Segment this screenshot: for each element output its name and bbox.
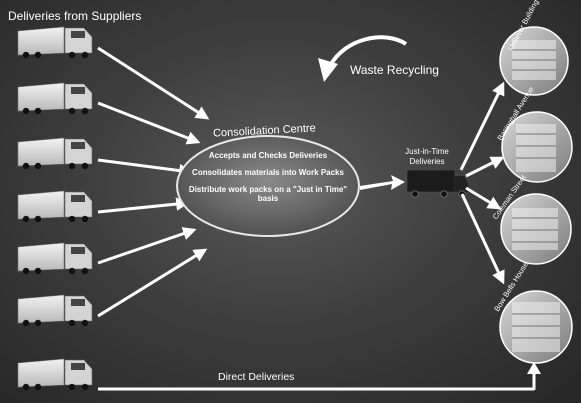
- waste-recycling-label: Waste Recycling: [350, 63, 439, 77]
- building-photos: [499, 26, 573, 364]
- direct-delivery-arrow: [98, 362, 541, 391]
- arrow-truck-2: [97, 101, 201, 145]
- truck-5: [17, 242, 93, 275]
- step-3: Distribute work packs on a "Just in Time…: [188, 185, 348, 203]
- jit-deliveries-label: Just-in-Time Deliveries: [405, 147, 449, 166]
- consolidation-centre-ellipse: [176, 135, 360, 237]
- step-2: Consolidates materials into Work Packs: [192, 168, 344, 177]
- arrow-to-building-2: [465, 156, 505, 178]
- truck-1: [17, 26, 93, 59]
- truck-7: [17, 358, 93, 391]
- supplier-arrows: [97, 46, 210, 318]
- arrow-truck-5: [97, 227, 197, 265]
- arrow-to-building-4: [460, 193, 505, 285]
- truck-3: [17, 137, 93, 170]
- arrow-truck-6: [97, 248, 208, 318]
- arrow-to-building-1: [459, 81, 505, 171]
- arrow-truck-1: [97, 46, 210, 120]
- arrow-to-jit-truck: [360, 175, 405, 190]
- truck-4: [17, 190, 93, 223]
- truck-2: [17, 82, 93, 115]
- page-title: Deliveries from Suppliers: [8, 9, 142, 23]
- truck-6: [17, 294, 93, 327]
- waste-recycling-arrow: [318, 35, 408, 82]
- direct-deliveries-label: Direct Deliveries: [218, 371, 295, 383]
- arrow-to-building-3: [465, 186, 502, 210]
- step-1: Accepts and Checks Deliveries: [208, 151, 328, 160]
- supplier-trucks: [17, 26, 93, 391]
- jit-truck: [406, 169, 468, 198]
- arrow-truck-4: [97, 197, 190, 214]
- jit-arrows: [459, 81, 505, 285]
- arrow-truck-3: [97, 158, 193, 178]
- consolidation-steps: Accepts and Checks Deliveries Consolidat…: [180, 151, 356, 211]
